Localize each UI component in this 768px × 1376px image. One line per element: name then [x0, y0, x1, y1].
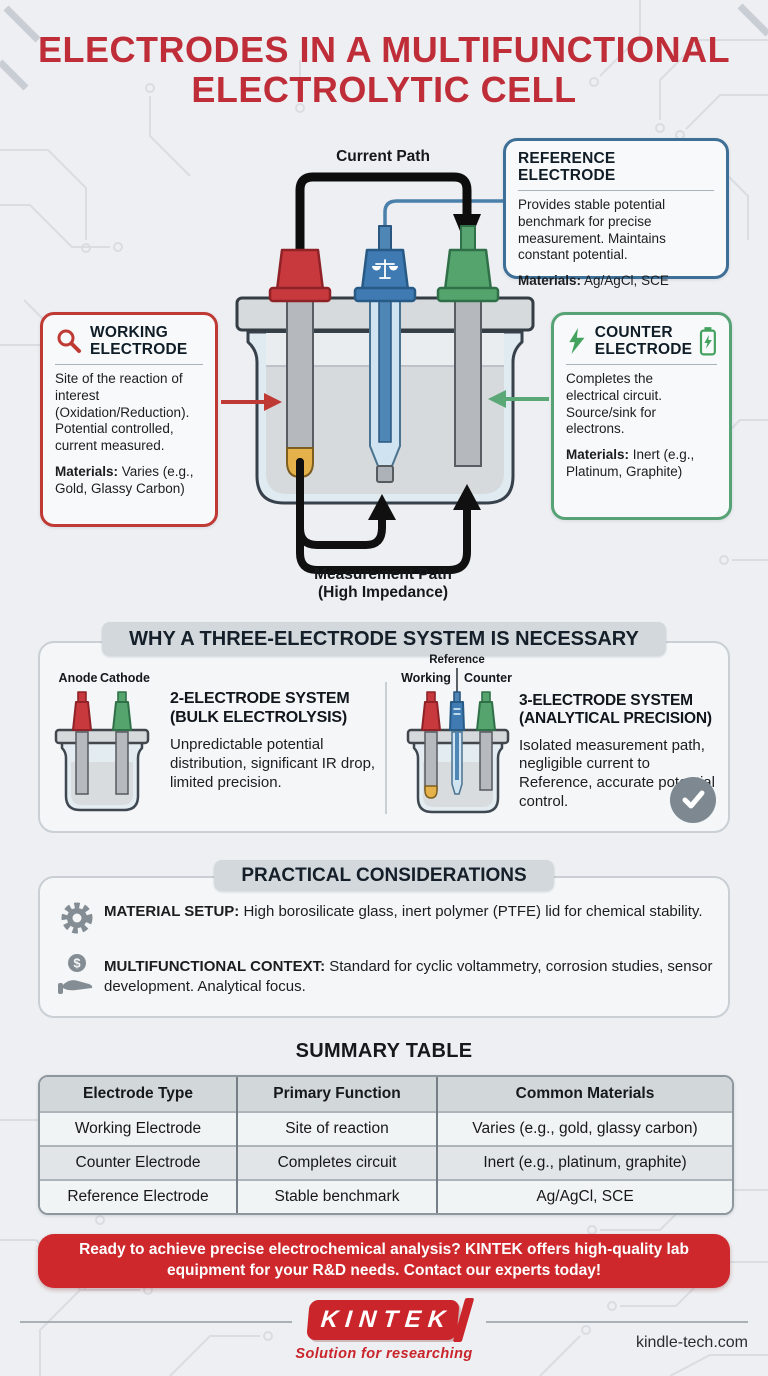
kintek-logo: KINTEK: [306, 1300, 460, 1340]
reference-callout-body: Provides stable potential benchmark for …: [518, 197, 666, 263]
hand-coin-icon: $: [58, 954, 93, 994]
reference-callout-title: REFERENCE ELECTRODE: [518, 150, 616, 185]
counter-callout-title: COUNTER ELECTRODE: [594, 324, 693, 359]
page-title: ELECTRODES IN A MULTIFUNCTIONAL ELECTROL…: [0, 29, 768, 111]
anode-label: Anode: [58, 671, 98, 685]
working-electrode-cap: [268, 248, 332, 303]
table-row: Working Electrode Site of reaction Varie…: [40, 1111, 732, 1146]
two-electrode-body: Unpredictable potential distribution, si…: [170, 735, 376, 791]
practical-item-material-setup: MATERIAL SETUP: High borosilicate glass,…: [104, 903, 703, 920]
why-section-divider: [385, 682, 387, 814]
counter-mini-label: Counter: [464, 671, 512, 685]
why-section-title-pill: WHY A THREE-ELECTRODE SYSTEM IS NECESSAR…: [102, 622, 666, 656]
cta-text: Ready to achieve precise electrochemical…: [79, 1241, 689, 1279]
divider: [518, 190, 714, 192]
electrolytic-cell-diagram: [221, 172, 549, 574]
col-header-common-materials: Common Materials: [436, 1077, 732, 1112]
counter-connector-arrowhead: [488, 390, 506, 408]
magnifier-icon: [57, 329, 81, 354]
divider: [55, 364, 203, 366]
col-header-electrode-type: Electrode Type: [40, 1077, 237, 1112]
counter-electrode-cap: [436, 225, 500, 303]
reference-leader-line: [456, 668, 458, 700]
current-path-label: Current Path: [336, 148, 430, 165]
counter-callout-materials: Materials: Inert (e.g., Platinum, Graphi…: [566, 447, 695, 479]
three-electrode-heading: 3-ELECTRODE SYSTEM (ANALYTICAL PRECISION…: [519, 692, 712, 728]
footer-divider-right: [486, 1321, 748, 1323]
measurement-path-wire-outer: [296, 458, 471, 574]
kintek-logo-text: KINTEK: [319, 1306, 454, 1333]
three-electrode-mini-diagram: [406, 691, 510, 814]
reference-electrode-callout: REFERENCE ELECTRODE Provides stable pote…: [503, 138, 729, 288]
two-electrode-text: 2-ELECTRODE SYSTEM (BULK ELECTROLYSIS) U…: [170, 690, 382, 792]
cta-banner: Ready to achieve precise electrochemical…: [38, 1234, 730, 1288]
practical-section-box: [38, 876, 730, 1018]
reference-electrode-tip: [376, 465, 394, 483]
two-electrode-heading: 2-ELECTRODE SYSTEM (BULK ELECTROLYSIS): [170, 690, 350, 726]
current-path-wire: [295, 172, 472, 257]
summary-table: Electrode Type Primary Function Common M…: [38, 1075, 734, 1215]
reference-callout-materials: Materials: Ag/AgCl, SCE: [518, 273, 669, 289]
reference-electrode-cap: [353, 225, 417, 303]
working-connector-arrowhead: [264, 393, 282, 411]
practical-title-pill: PRACTICAL CONSIDERATIONS: [214, 860, 554, 891]
table-row: Reference Electrode Stable benchmark Ag/…: [40, 1179, 732, 1213]
cathode-label: Cathode: [100, 671, 150, 685]
reference-electrode-inner-rod: [378, 299, 392, 443]
counter-electrode-callout: COUNTER ELECTRODE Completes the electric…: [551, 312, 732, 520]
working-electrode-callout: WORKING ELECTRODE Site of the reaction o…: [40, 312, 218, 527]
counter-electrode-rod: [454, 299, 482, 467]
practical-item-multifunctional-context: MULTIFUNCTIONAL CONTEXT: Standard for cy…: [104, 958, 713, 995]
gear-icon: [61, 902, 93, 934]
footer-tagline: Solution for researching: [295, 1346, 473, 1362]
three-electrode-text: 3-ELECTRODE SYSTEM (ANALYTICAL PRECISION…: [519, 692, 731, 812]
footer-website: kindle-tech.com: [635, 1334, 748, 1351]
two-electrode-mini-diagram: [54, 691, 150, 812]
reference-mini-label: Reference: [429, 654, 485, 666]
working-callout-body: Site of the reaction of interest (Oxidat…: [55, 371, 190, 454]
measurement-path-label: Measurement Path (High Impedance): [314, 566, 452, 602]
working-callout-materials: Materials: Varies (e.g., Gold, Glassy Ca…: [55, 463, 194, 496]
table-row: Counter Electrode Completes circuit Iner…: [40, 1145, 732, 1180]
counter-callout-body: Completes the electrical circuit. Source…: [566, 371, 663, 437]
balance-scale-icon: [372, 259, 398, 279]
svg-text:$: $: [73, 956, 81, 971]
summary-table-title: SUMMARY TABLE: [295, 1040, 473, 1062]
measurement-arrowhead-outer: [453, 484, 481, 510]
three-electrode-body: Isolated measurement path, negligible cu…: [519, 736, 715, 811]
battery-icon: [700, 327, 717, 356]
why-section-box: [38, 641, 730, 833]
checkmark-icon: [670, 777, 716, 823]
col-header-primary-function: Primary Function: [236, 1077, 437, 1112]
footer-divider-left: [20, 1321, 292, 1323]
divider: [566, 364, 717, 366]
working-electrode-rod: [286, 299, 314, 453]
working-mini-label: Working: [401, 671, 451, 685]
reference-sense-wire: [383, 199, 506, 254]
table-header-row: Electrode Type Primary Function Common M…: [40, 1077, 732, 1112]
page-title-line1: ELECTRODES IN A MULTIFUNCTIONAL: [37, 29, 731, 70]
measurement-arrowhead-inner: [368, 494, 396, 520]
page-title-line2: ELECTROLYTIC CELL: [191, 69, 577, 111]
working-callout-title: WORKING ELECTRODE: [90, 324, 188, 359]
lightning-icon: [569, 328, 585, 355]
